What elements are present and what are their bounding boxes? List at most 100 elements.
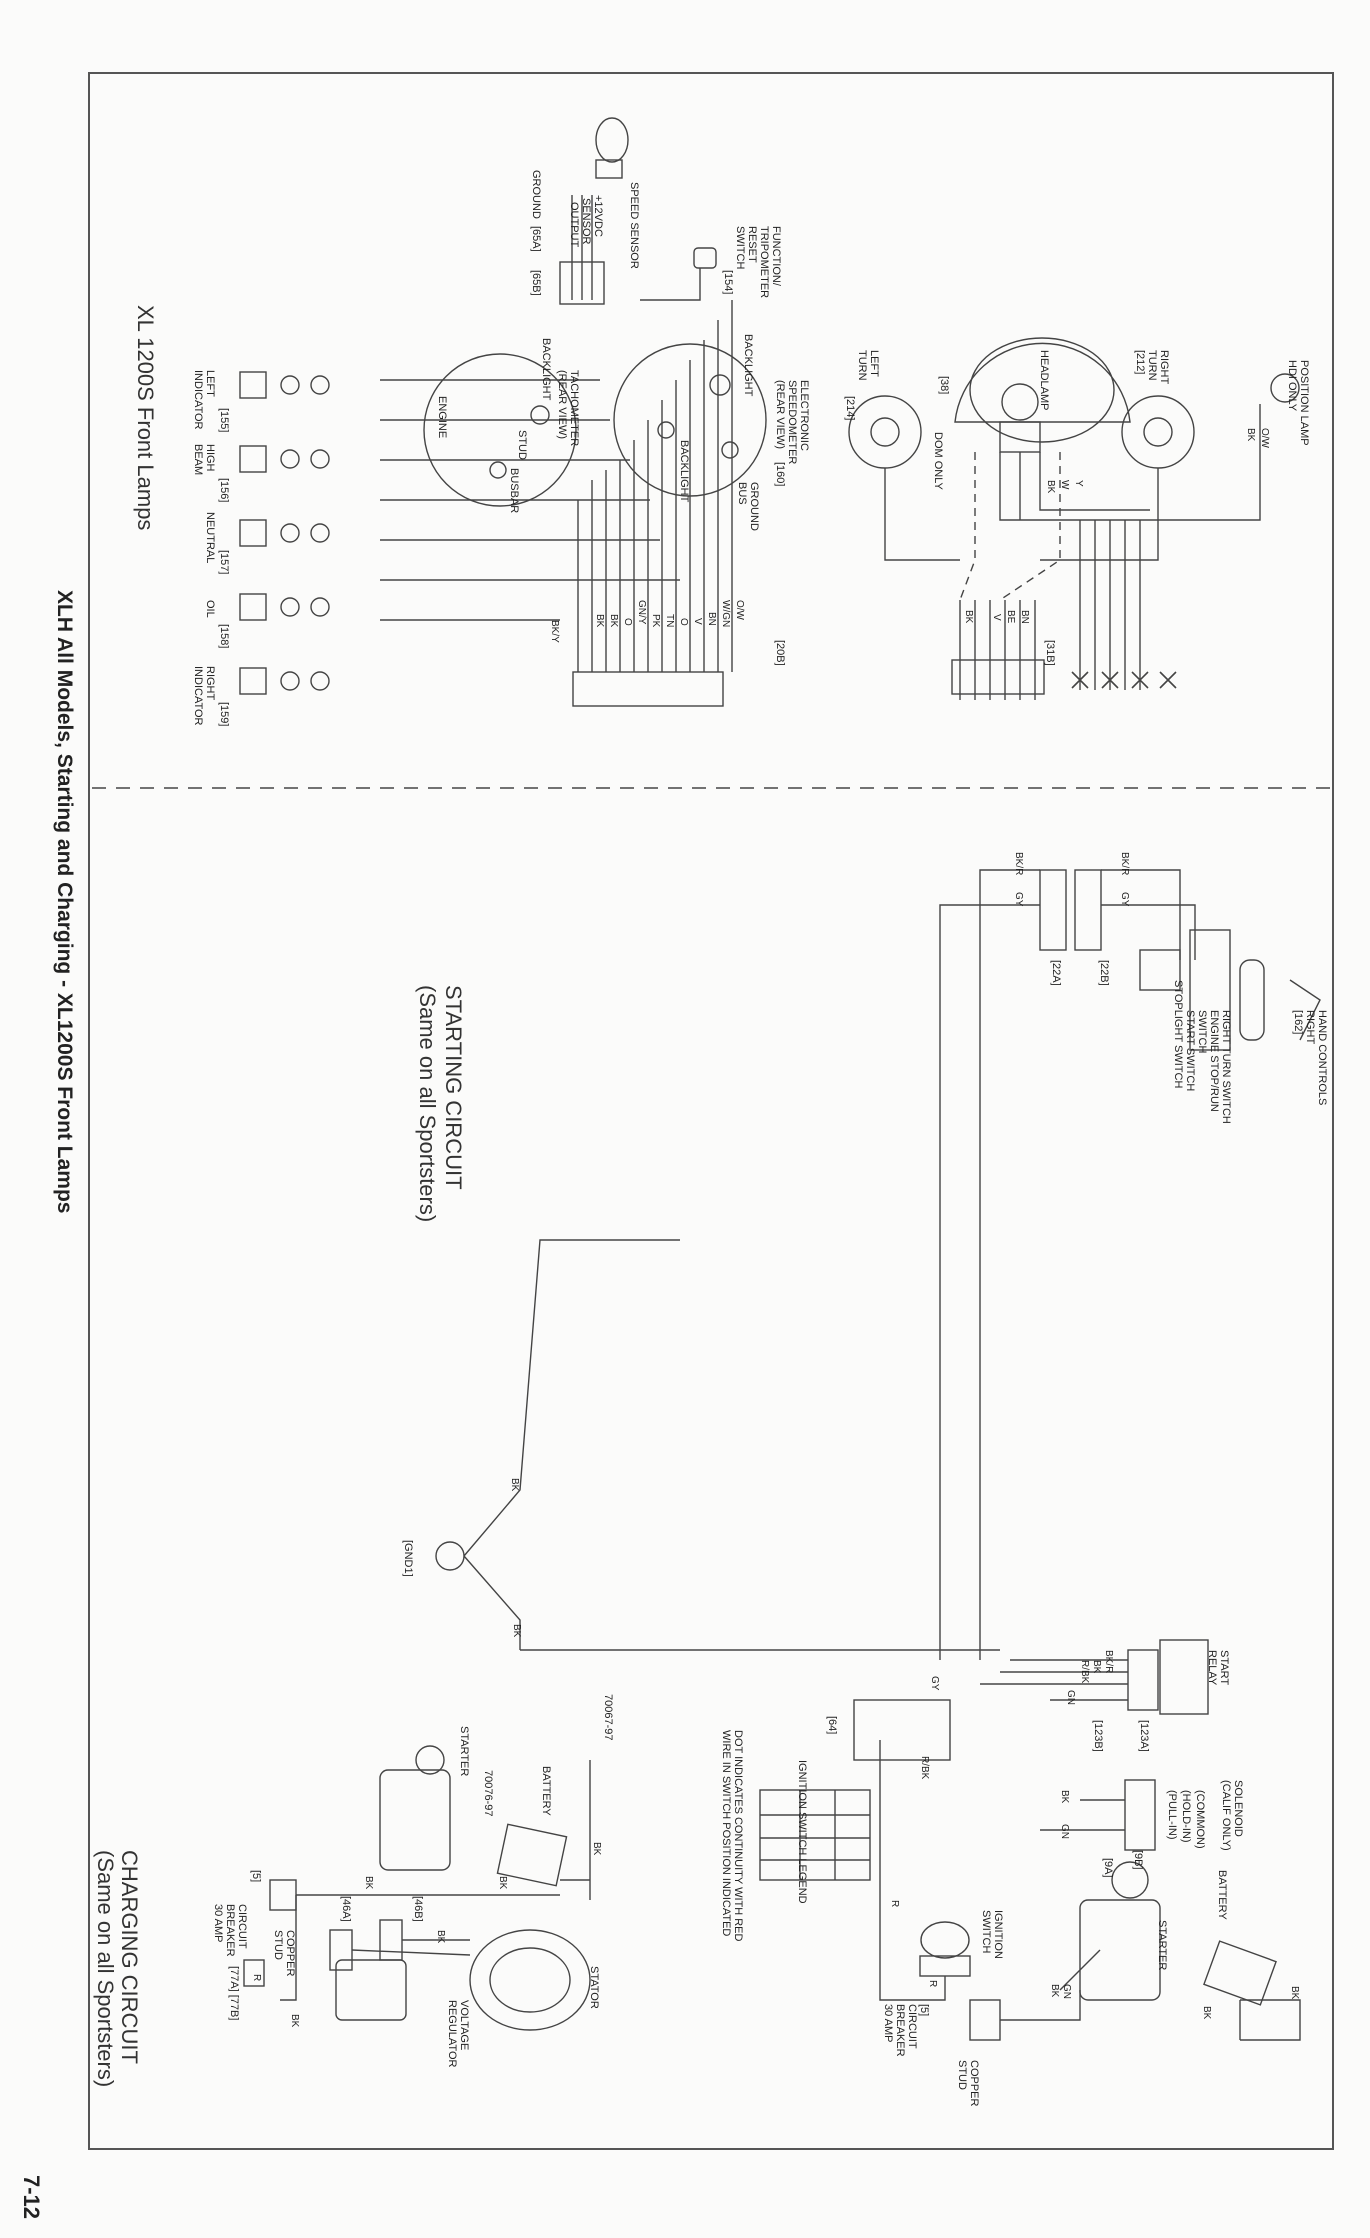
battery-icon: [1203, 1940, 1277, 2006]
stator-icon: [469, 1929, 591, 2031]
wire-31b-7: BK: [963, 610, 974, 624]
ignition-wire-r-2: R: [927, 1980, 938, 1988]
connector-46b: [379, 1919, 403, 1961]
wire-31b-1: Y: [1073, 480, 1084, 487]
ignition-wire-gy: GY: [929, 1676, 940, 1691]
indicator-left-label-2: INDICATOR: [192, 370, 204, 430]
starting-wire-bkr-2: BK/R: [1119, 852, 1130, 876]
speed-sensor-icon: [559, 117, 629, 305]
solenoid-pin-pullin: (PULL-IN): [1166, 1790, 1178, 1840]
starting-breaker-conn: [5]: [918, 2004, 930, 2017]
charging-wire-bk-2: BK: [497, 1876, 508, 1890]
legend-note-1: DOT INDICATES CONTINUITY WITH RED: [732, 1730, 744, 1942]
starting-wire-bkr-1: BK/R: [1013, 852, 1024, 876]
hand-controls-label-1: HAND CONTROLS: [1316, 1010, 1328, 1106]
charging-circuit-subtitle: (Same on all Sportsters): [93, 1850, 118, 2088]
right-turn-lamp-icon: [1121, 395, 1195, 469]
headlamp-conn: [38]: [938, 376, 950, 395]
relay-wire-gn: GN: [1065, 1690, 1076, 1705]
sensor-pin-sensor: SENSOR: [580, 198, 592, 245]
indicator-oil-conn: [158]: [218, 624, 230, 649]
battery-wire-bk-2: BK: [1201, 2006, 1212, 2020]
charging-breaker-label-3: 30 AMP: [212, 1904, 224, 1943]
wire-20b-3: BN: [706, 612, 717, 626]
relay-wire-bk: BK: [1091, 1660, 1102, 1674]
regulator-icon: [335, 1959, 407, 2021]
connector-9b-label: [9B]: [1132, 1850, 1144, 1870]
cut-marks: [1071, 671, 1177, 689]
wire-20b-1: O/W: [734, 600, 745, 620]
starting-circuit-subtitle: (Same on all Sportsters): [415, 985, 440, 1223]
solenoid-label-1: SOLENOID: [1232, 1780, 1244, 1837]
starting-starter-label: STARTER: [1156, 1920, 1168, 1971]
wire-20b-6: TN: [664, 614, 675, 628]
starting-battery-label: BATTERY: [1216, 1870, 1228, 1920]
solenoid-pin-common: (COMMON): [1194, 1790, 1206, 1849]
charging-breaker-label-2: BREAKER: [224, 1904, 236, 1957]
front-lamps-title: XL 1200S Front Lamps: [133, 305, 158, 531]
sensor-pin-12v: +12VDC: [592, 195, 604, 237]
indicator-right-conn: [159]: [218, 702, 230, 727]
indicator-neutral-label: NEUTRAL: [204, 512, 216, 564]
tachometer-icon: [423, 353, 577, 507]
tachometer-label-2: (REAR VIEW): [556, 370, 568, 440]
connector-77-label: [77A] [77B]: [228, 1966, 240, 2021]
wire-31b-5: BE: [1005, 610, 1016, 624]
stator-label: STATOR: [588, 1966, 600, 2009]
ground-wire-bk-2: BK: [511, 1624, 522, 1638]
position-lamp-label-1: POSITION LAMP: [1298, 360, 1310, 446]
trip-switch-label-3: RESET: [746, 226, 758, 263]
starting-copper-stud-1: COPPER: [968, 2060, 980, 2107]
tachometer-backlight-label: BACKLIGHT: [540, 338, 552, 401]
relay-wire-rbk: R/BK: [1079, 1660, 1090, 1684]
indicator-high-conn: [156]: [218, 478, 230, 503]
ground-bus-label-1: GROUND: [748, 482, 760, 531]
sensor-pin-ground: GROUND: [530, 170, 542, 219]
charging-starter-label: STARTER: [458, 1726, 470, 1777]
battery-wire-bk: BK: [1289, 1986, 1300, 2000]
starting-wire-gy-2: GY: [1119, 892, 1130, 907]
trip-switch-label-4: SWITCH: [734, 226, 746, 270]
charging-wire-bk-4: BK: [289, 2014, 300, 2028]
charging-copper-stud-2: STUD: [272, 1930, 284, 1960]
speedometer-backlight-label: BACKLIGHT: [742, 334, 754, 397]
charging-breaker-icon: [269, 1879, 297, 1911]
starting-breaker-label-3: 30 AMP: [882, 2004, 894, 2043]
starting-wire-gy-1: GY: [1013, 892, 1024, 907]
regulator-label-1: VOLTAGE: [458, 2000, 470, 2051]
speedometer-label-2: SPEEDOMETER: [786, 380, 798, 465]
wire-20b-5: O: [678, 618, 689, 626]
ignition-switch-label-2: SWITCH: [980, 1910, 992, 1954]
connector-46a: [329, 1929, 353, 1971]
wire-20b-10: BK: [608, 614, 619, 628]
left-turn-label-2: TURN: [856, 350, 868, 381]
connector-31b: [951, 659, 1045, 695]
connector-123a-label: [123A]: [1138, 1720, 1150, 1752]
speed-sensor-label: SPEED SENSOR: [628, 182, 640, 269]
starting-breaker-label-1: CIRCUIT: [906, 2004, 918, 2049]
ignition-switch-connector: [853, 1699, 951, 1761]
connector-22a: [1039, 869, 1067, 951]
switch-engine-stop: ENGINE STOP/RUN: [1208, 1010, 1220, 1112]
trip-switch-icon: [640, 247, 717, 301]
charging-battery-icon: [496, 1823, 568, 1887]
wire-31b-4: BN: [1019, 610, 1030, 624]
solenoid-pin-holdin: (HOLD-IN): [1180, 1790, 1192, 1843]
left-turn-lamp-icon: [848, 395, 922, 469]
sensor-conn-65a: [65A]: [530, 226, 542, 252]
page-number: 7-12: [19, 2175, 44, 2220]
indicator-high-label-2: BEAM: [192, 444, 204, 476]
charging-wire-bk-1: BK: [591, 1842, 602, 1856]
circuit-breaker-icon: [969, 1990, 1081, 2041]
connector-46b-label: [46B]: [412, 1896, 424, 1922]
copper-stud-icon: [243, 1959, 265, 1987]
connector-123b-label: [123B]: [1092, 1720, 1104, 1752]
wire-20b-11: BK: [594, 614, 605, 628]
part-number-2: 70076-97: [482, 1770, 494, 1817]
tachometer-engine-label: ENGINE: [436, 396, 448, 439]
trip-switch-label-2: TRIPOMETER: [758, 226, 770, 299]
connector-46a-label: [46A]: [340, 1896, 352, 1922]
ground-wire-bk-1: BK: [509, 1478, 520, 1492]
hand-controls-conn: [162]: [1292, 1010, 1304, 1035]
